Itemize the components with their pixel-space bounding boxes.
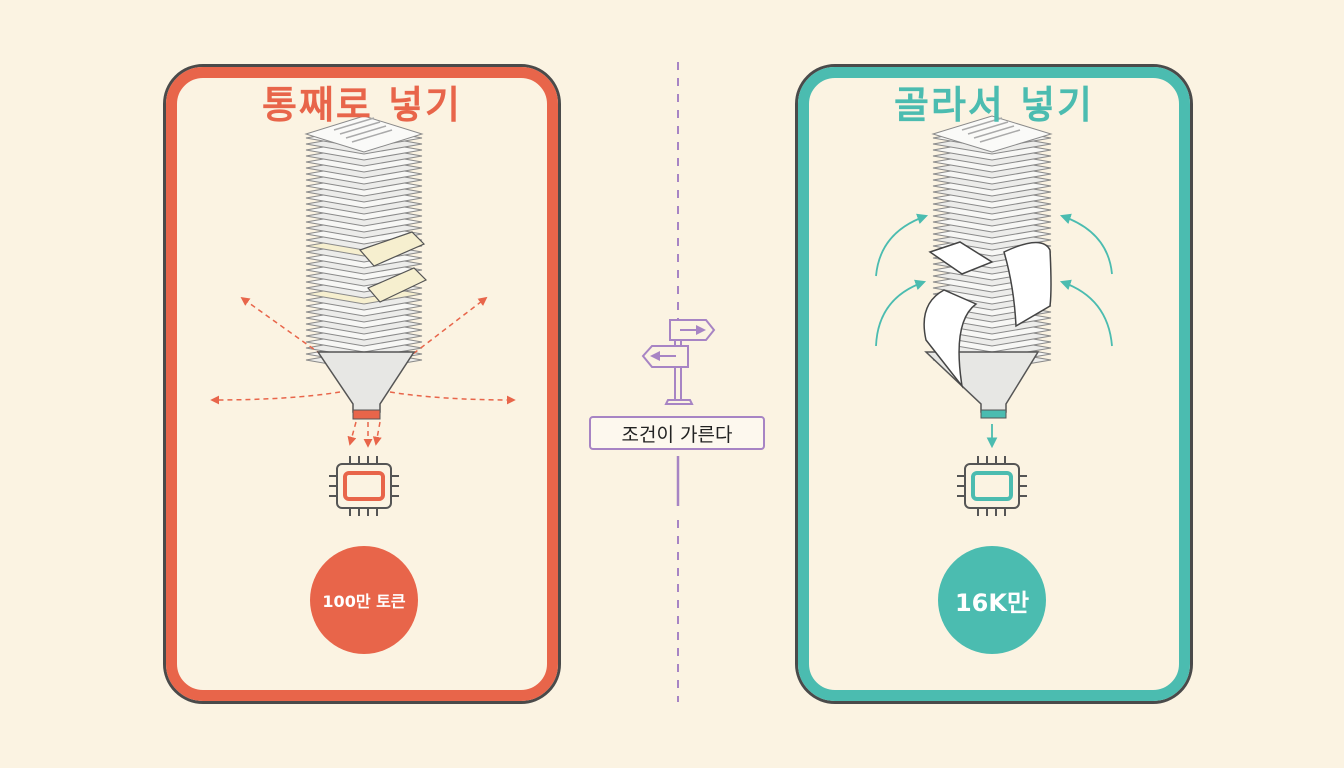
processor-chip-icon [329, 456, 399, 516]
signpost-icon [641, 319, 716, 405]
document-stack-right [875, 115, 1113, 449]
document-stack-left [210, 115, 516, 448]
token-count-badge-left: 100만 토큰 [310, 546, 418, 654]
left-panel-title: 통째로 넣기 [261, 83, 463, 127]
condition-label: 조건이 가른다 [589, 416, 765, 450]
token-count-badge-right: 16K만 [938, 546, 1046, 654]
processor-chip-icon [957, 456, 1027, 516]
right-panel-title: 골라서 넣기 [893, 83, 1095, 127]
